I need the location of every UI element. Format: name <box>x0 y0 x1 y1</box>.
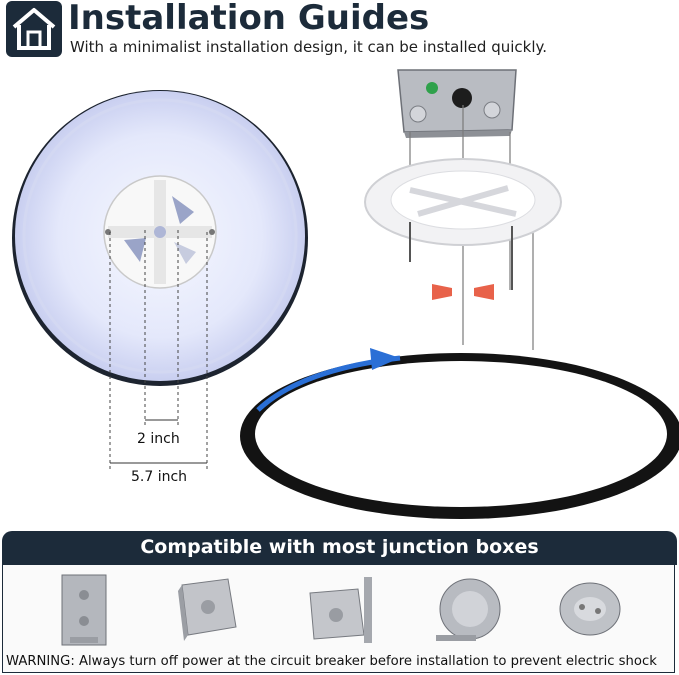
ceiling-bracket <box>364 158 562 246</box>
screws <box>409 222 513 290</box>
round-pancake-box-icon <box>559 582 621 636</box>
page-subtitle: With a minimalist installation design, i… <box>70 38 547 56</box>
house-wrench-icon <box>12 8 56 50</box>
ceiling-junction-box <box>397 69 517 138</box>
fixture-ring <box>240 348 679 519</box>
rectangular-junction-box-icon <box>61 574 107 646</box>
round-junction-box-icon <box>436 578 501 641</box>
outer-dimension-label: 5.7 inch <box>131 469 188 485</box>
dimension-lines <box>109 230 208 470</box>
junction-box-gallery <box>61 574 621 646</box>
mounting-plate <box>103 175 217 289</box>
compatibility-banner-text: Compatible with most junction boxes <box>140 536 539 558</box>
fixture-back-view <box>12 90 308 470</box>
square-box-with-bracket-icon <box>309 577 372 643</box>
inner-dimension-label: 2 inch <box>137 431 180 447</box>
wire-nuts <box>432 284 494 300</box>
logo-badge <box>6 1 62 57</box>
page-title: Installation Guides <box>68 0 430 38</box>
compatibility-banner <box>2 531 677 565</box>
installation-illustration <box>12 69 679 519</box>
square-junction-box-icon <box>178 578 237 641</box>
safety-warning: WARNING: Always turn off power at the ci… <box>6 654 657 669</box>
